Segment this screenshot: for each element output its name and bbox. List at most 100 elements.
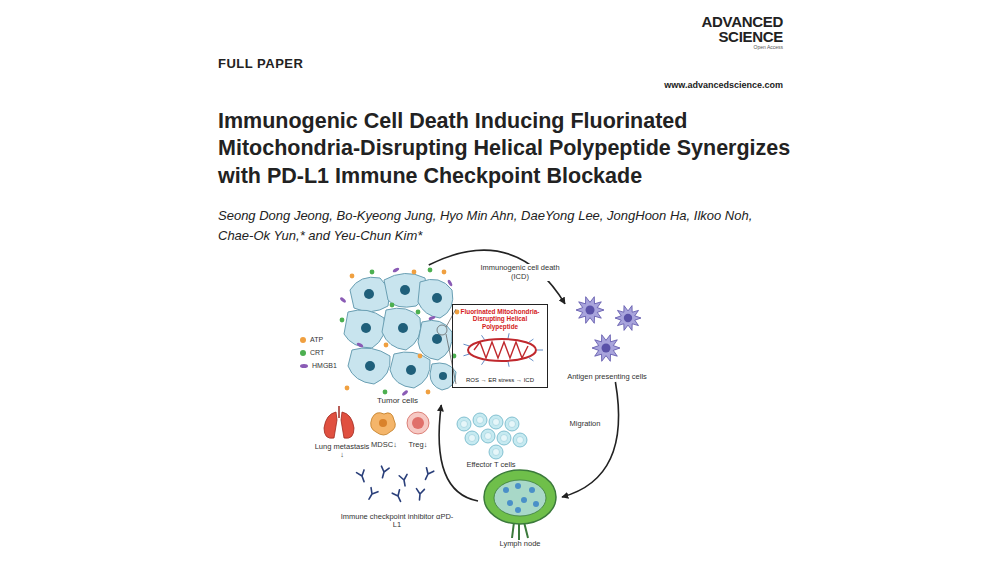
mitochondrion — [463, 333, 543, 366]
mdsc-art — [371, 413, 396, 435]
fluorinated-tail — [463, 354, 469, 356]
inset-pointer — [437, 309, 456, 384]
lymphocyte — [533, 501, 539, 507]
t-cell-core — [517, 437, 524, 444]
lung-art — [324, 406, 354, 438]
journal-url: www.advancedscience.com — [560, 80, 783, 90]
t-cell-core — [509, 421, 516, 428]
edge-label: Migration — [562, 420, 608, 429]
lymph-node: Lymph node — [478, 469, 562, 549]
apc-art — [576, 297, 641, 362]
fluorinated-tail — [482, 335, 485, 339]
t-cell-core — [493, 419, 500, 426]
legend-swatch — [300, 364, 308, 368]
treg-icon: Treg↓ — [402, 404, 434, 450]
node-text: Lung metastasis ↓ — [312, 443, 372, 460]
lymphocyte — [515, 507, 521, 513]
apc-nucleus — [586, 306, 595, 315]
legend-text: CRT — [310, 349, 324, 356]
antibody — [415, 489, 424, 501]
edge-label: Immunogenic cell death (ICD) — [478, 264, 562, 281]
journal-logo: SCIENCE — [600, 29, 783, 44]
t-cell-core — [461, 421, 468, 428]
tumor-cell-cluster: Tumor cells — [335, 265, 460, 405]
t-cell — [505, 417, 519, 431]
cycle-arrow — [562, 382, 619, 497]
t-cell-core — [493, 449, 500, 456]
author-list: Seong Dong Jeong, Bo-Kyeong Jung, Hyo Mi… — [218, 206, 778, 245]
legend-swatch — [300, 337, 306, 343]
node-text: ROS → ER stress → ICD — [466, 377, 534, 384]
open-access-tag: Open Access — [700, 45, 783, 50]
antibody — [399, 474, 409, 486]
lung-icon: Lung metastasis ↓ — [312, 404, 372, 460]
node-text: Immune checkpoint inhibitor αPD-L1 — [340, 513, 454, 530]
legend-text: HMGB1 — [312, 362, 337, 369]
legend-item: CRT — [300, 349, 324, 356]
antibody — [357, 470, 368, 483]
node-text: Treg↓ — [409, 441, 428, 450]
apc-nucleus — [624, 314, 632, 322]
legend-swatch — [300, 350, 306, 356]
t-cell — [465, 431, 479, 445]
lymphocyte — [515, 483, 521, 489]
apc-nucleus — [602, 344, 611, 353]
t-cell — [489, 415, 503, 429]
cycle-arrow — [429, 250, 565, 304]
antibody — [392, 490, 404, 503]
lymphocyte — [521, 497, 527, 503]
lymphocyte — [507, 500, 513, 506]
t-cell — [473, 413, 487, 427]
legend-item: ATP — [300, 336, 323, 343]
apc-cell — [576, 297, 604, 324]
lymphocyte — [529, 487, 535, 493]
t-cell — [513, 433, 527, 447]
section-label: FULL PAPER — [218, 56, 418, 71]
fluorinated-tail — [463, 344, 469, 346]
lymphocyte — [503, 487, 509, 493]
paper-title: Immunogenic Cell Death Inducing Fluorina… — [218, 108, 793, 190]
fluorinated-tail — [529, 358, 534, 361]
journal-logo: ADVANCED — [600, 14, 783, 29]
fluorinated-tail — [482, 360, 485, 364]
hmgb1-marks — [339, 267, 453, 397]
t-cell-core — [469, 435, 476, 442]
antibody — [422, 468, 434, 481]
fluorinated-tail — [508, 333, 509, 338]
antibody — [366, 488, 378, 502]
t-cell-core — [477, 417, 484, 424]
cycle-arrow — [439, 405, 478, 501]
legend-item: HMGB1 — [300, 362, 337, 369]
fluorinated-tail — [537, 350, 543, 351]
antibody — [379, 466, 390, 479]
legend-text: ATP — [310, 336, 323, 343]
t-cell — [457, 417, 471, 431]
mdsc-icon: MDSC↓ — [366, 404, 402, 450]
node-text: Tumor cells — [377, 396, 418, 405]
node-text: Fluorinated Mitochondria-Disrupting Heli… — [456, 308, 544, 330]
t-cell — [489, 445, 503, 459]
t-cell-group: Effector T cells — [450, 410, 532, 470]
antibodies — [357, 466, 434, 503]
inset-box: Fluorinated Mitochondria-Disrupting Heli… — [452, 304, 548, 388]
nuclei — [361, 285, 447, 380]
node-text: MDSC↓ — [371, 441, 397, 450]
t-cell-core — [485, 433, 492, 440]
apc-group: Antigen presenting cells — [565, 290, 649, 382]
t-cell — [481, 429, 495, 443]
node-text: Antigen presenting cells — [567, 373, 647, 382]
node-text: Lymph node — [499, 540, 540, 549]
t-cells-art — [457, 413, 527, 459]
node-text: Effector T cells — [466, 461, 515, 470]
fluorinated-tail — [529, 339, 534, 342]
checkpoint-inhibitor: Immune checkpoint inhibitor αPD-L1 — [340, 466, 454, 530]
crt-dots — [340, 268, 457, 395]
apc-cell — [615, 306, 641, 331]
atp-dots — [345, 270, 460, 395]
t-cell — [497, 431, 511, 445]
fluorinated-tail — [508, 362, 509, 367]
tumor-cells-art — [344, 273, 456, 390]
t-cell-core — [501, 435, 508, 442]
apc-cell — [592, 335, 620, 362]
lymph-node-art — [484, 470, 556, 540]
